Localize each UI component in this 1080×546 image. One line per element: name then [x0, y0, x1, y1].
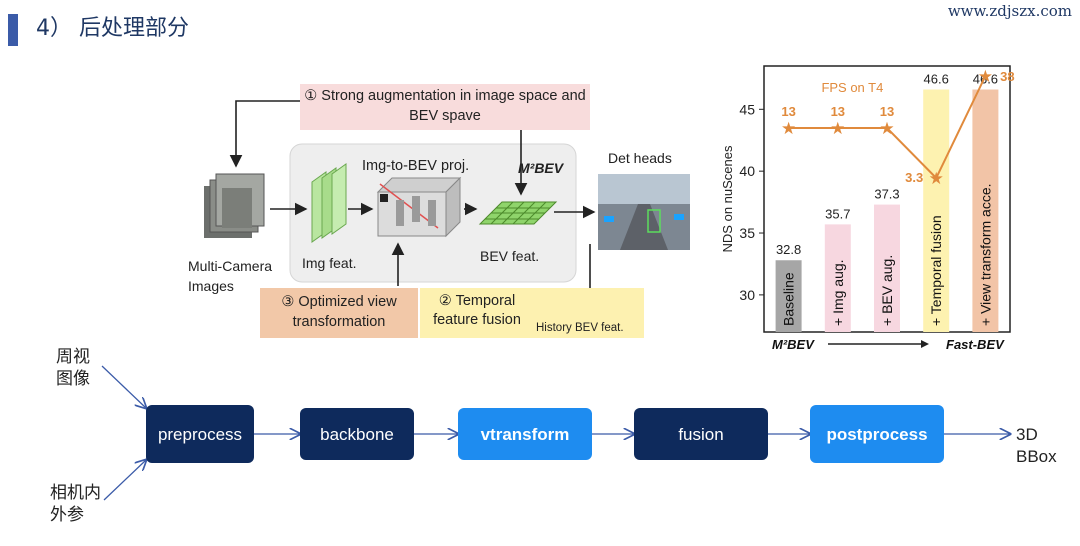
bar-category-label: + Img aug. [830, 259, 846, 326]
x-progress-arrowhead [921, 340, 929, 348]
output-3d-bbox: 3D BBox [1016, 425, 1057, 466]
bar-value-label: 32.8 [776, 242, 801, 257]
temporal-fusion-box: ② Temporal feature fusion [420, 288, 644, 338]
slide-title: 4） 后处理部分 [36, 16, 189, 41]
bar [972, 89, 999, 332]
fps-line [788, 75, 987, 180]
bar [775, 260, 802, 332]
fps-point: ★ [879, 119, 894, 138]
bar-category-label: + BEV aug. [879, 255, 895, 326]
title-accent-bar [8, 14, 18, 46]
history-bev-label: History BEV feat. [536, 322, 624, 334]
watermark-url: www.zdjszx.com [947, 2, 1072, 20]
y-tick-label: 45 [739, 101, 755, 117]
fps-point: ★ [978, 67, 993, 86]
y-axis-label: NDS on nuScenes [720, 145, 735, 252]
img-feat-label: Img feat. [302, 255, 357, 271]
fps-point: ★ [830, 119, 845, 138]
bar [824, 224, 851, 332]
camera-images-icon [204, 173, 265, 238]
fps-legend-label: FPS on T4 [821, 80, 883, 95]
architecture-figure: ① Strong augmentation in image space and… [180, 78, 700, 340]
bar-category-label: Baseline [781, 272, 797, 326]
x-start-label: M²BEV [772, 337, 815, 352]
bev-feat-label: BEV feat. [480, 248, 540, 264]
bev-feature-grid-icon [478, 201, 558, 225]
vtransform-step[interactable]: vtransform [458, 408, 592, 460]
detection-result-image [598, 174, 690, 250]
backbone-step[interactable]: backbone [300, 408, 414, 460]
preprocess-step[interactable]: preprocess [146, 405, 254, 463]
fps-value-label: 38 [1000, 69, 1014, 84]
view-transform-box: ③ Optimized view transformation [260, 288, 418, 338]
fps-value-label: 13 [781, 104, 795, 119]
bar-value-label: 46.6 [973, 72, 998, 87]
fps-point: ★ [781, 119, 796, 138]
postprocess-step[interactable]: postprocess [810, 405, 944, 463]
projection-volume-icon [376, 176, 462, 238]
augmentation-box: ① Strong augmentation in image space and… [300, 84, 590, 130]
input-camera-params: 相机内外参 [50, 483, 101, 525]
y-tick-label: 40 [739, 163, 755, 179]
y-tick-label: 35 [739, 225, 755, 241]
fps-point: ★ [929, 169, 944, 188]
m2bev-label: M²BEV [518, 160, 564, 176]
fusion-step[interactable]: fusion [634, 408, 768, 460]
fps-value-label: 13 [880, 104, 894, 119]
fps-value-label: 13 [831, 104, 845, 119]
bar [923, 89, 950, 332]
det-heads-label: Det heads [608, 150, 672, 166]
bar-value-label: 35.7 [825, 206, 850, 221]
image-feature-planes-icon [311, 163, 347, 243]
input-surround-images: 周视图像 [56, 347, 90, 389]
bar-value-label: 46.6 [924, 72, 949, 87]
bar-category-label: + Temporal fusion [928, 215, 944, 326]
projection-label: Img-to-BEV proj. [362, 158, 470, 174]
fps-value-label: 3.3 [905, 170, 923, 185]
x-end-label: Fast-BEV [946, 337, 1005, 352]
bar-category-label: + View transform acce. [977, 183, 993, 326]
y-tick-label: 30 [739, 287, 755, 303]
bar [874, 204, 900, 332]
bar-value-label: 37.3 [874, 187, 899, 202]
camera-label: Multi-Camera Images [188, 258, 273, 294]
